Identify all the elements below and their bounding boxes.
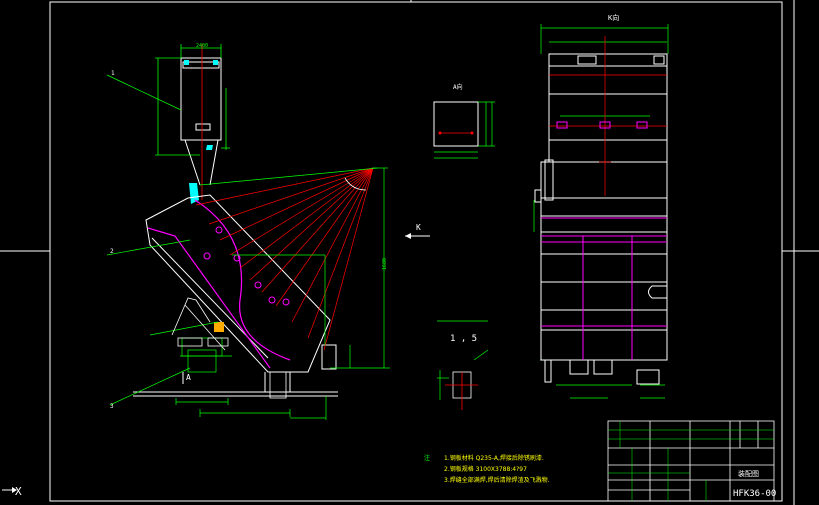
title-block: 装配图 HFK36-00 bbox=[607, 420, 776, 502]
chute-magenta-edge bbox=[147, 199, 291, 369]
drawing-number: HFK36-00 bbox=[733, 489, 776, 499]
side-body bbox=[534, 53, 668, 385]
note-line-1: 1.钢板材料 Q235-A,焊接后除锈刷漆. bbox=[444, 454, 544, 462]
hopper-dimensions bbox=[155, 44, 230, 156]
leader-label-1: 1 bbox=[111, 70, 115, 77]
hopper-box bbox=[180, 57, 222, 186]
front-view: 2400 bbox=[106, 43, 390, 420]
fan-arc bbox=[344, 177, 367, 191]
dim-height: 1680 bbox=[382, 258, 388, 270]
svg-text:K: K bbox=[416, 223, 421, 232]
view-k: K向 bbox=[533, 13, 669, 399]
view-k-title: K向 bbox=[608, 13, 619, 22]
detail-scale: 1 , 5 bbox=[437, 320, 489, 410]
ucs-icon: X bbox=[2, 485, 22, 498]
side-dimensions bbox=[533, 24, 669, 399]
dim-top: 2400 bbox=[196, 43, 208, 49]
scale-value: 1 , 5 bbox=[450, 334, 477, 344]
view-k-arrow: K bbox=[405, 223, 430, 239]
chute-body bbox=[133, 194, 338, 397]
support-leg bbox=[171, 297, 287, 399]
section-marker-a: A bbox=[186, 373, 191, 382]
technical-notes: 注 1.钢板材料 Q235-A,焊接后除锈刷漆. 2.钢板规格 3100X378… bbox=[424, 454, 550, 484]
view-a: A向 bbox=[433, 83, 495, 159]
hopper-cyan-marks bbox=[184, 60, 218, 204]
leader-label-2: 2 bbox=[110, 248, 114, 255]
view-a-title: A向 bbox=[453, 83, 463, 91]
side-magenta-members bbox=[541, 121, 667, 360]
note-line-3: 3.焊缝全部满焊,焊后清除焊渣及飞溅物. bbox=[444, 476, 550, 484]
leader-label-3: 3 bbox=[110, 403, 114, 410]
drive-motor bbox=[214, 322, 224, 332]
note-line-2: 2.钢板规格 3100X3788:4?97 bbox=[444, 465, 527, 473]
front-construction-lines bbox=[149, 167, 390, 420]
ucs-axis-label: X bbox=[15, 485, 22, 498]
notes-header: 注 bbox=[424, 454, 430, 462]
leader-lines bbox=[106, 74, 191, 406]
drawing-name: 装配图 bbox=[738, 469, 759, 478]
